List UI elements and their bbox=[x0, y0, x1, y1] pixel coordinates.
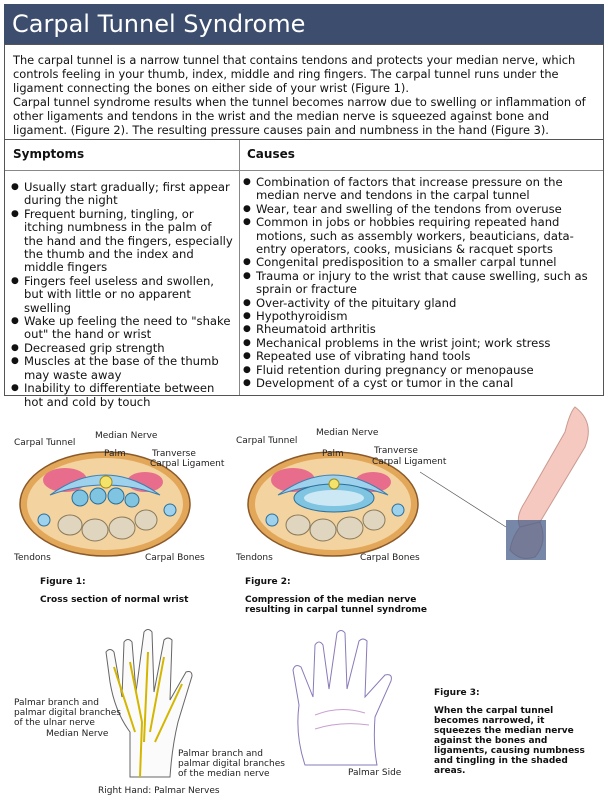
label-median-nerve: Median Nerve bbox=[316, 428, 379, 438]
list-item: Wear, tear and swelling of the tendons f… bbox=[243, 202, 603, 217]
list-item: Hypothyroidism bbox=[243, 309, 603, 324]
label-carpal-ligament: Carpal Ligament bbox=[150, 459, 225, 469]
figure-2-title: Figure 2: bbox=[245, 577, 291, 587]
list-item: Inability to differentiate between hot a… bbox=[11, 381, 233, 409]
list-item: Usually start gradually; first appear du… bbox=[11, 180, 233, 208]
list-item: Muscles at the base of the thumb may was… bbox=[11, 355, 233, 382]
list-item: Repeated use of vibrating hand tools bbox=[243, 349, 603, 364]
figure-1-title: Figure 1: bbox=[40, 577, 86, 587]
figure-3-caption-2: becomes narrowed, it bbox=[434, 716, 545, 726]
figure-3-caption-3: squeezes the median nerve bbox=[434, 726, 574, 736]
list-item: Common in jobs or hobbies requiring repe… bbox=[243, 215, 603, 256]
figure-3-caption-7: areas. bbox=[434, 766, 466, 776]
title-bar: Carpal Tunnel Syndrome bbox=[4, 4, 604, 44]
label-carpal-tunnel: Carpal Tunnel bbox=[14, 438, 76, 448]
column-divider bbox=[239, 140, 240, 395]
symptoms-causes-table: Symptoms Causes Usually start gradually;… bbox=[4, 140, 604, 408]
list-item: Decreased grip strength bbox=[11, 341, 233, 356]
label-median-branch-1: Palmar branch and bbox=[178, 749, 263, 759]
list-item: Rheumatoid arthritis bbox=[243, 323, 603, 338]
label-tendons: Tendons bbox=[14, 553, 51, 563]
label-carpal-bones: Carpal Bones bbox=[360, 553, 420, 563]
list-item: Fingers feel useless and swollen, but wi… bbox=[11, 274, 233, 315]
figure-3-title: Figure 3: bbox=[434, 688, 480, 698]
arm-illustration bbox=[420, 406, 589, 560]
list-item: Mechanical problems in the wrist joint; … bbox=[243, 336, 603, 351]
intro-paragraph-1: The carpal tunnel is a narrow tunnel tha… bbox=[13, 53, 576, 95]
palmar-side-hand bbox=[292, 630, 392, 766]
figure-1-caption: Cross section of normal wrist bbox=[40, 595, 189, 605]
symptoms-list: Usually start gradually; first appear du… bbox=[11, 180, 233, 409]
header-divider bbox=[5, 170, 603, 171]
label-median-branch-2: palmar digital branches bbox=[178, 759, 285, 769]
label-carpal-ligament: Carpal Ligament bbox=[372, 457, 447, 467]
label-transverse: Tranverse bbox=[374, 446, 418, 456]
label-median-nerve-hand: Median Nerve bbox=[46, 729, 109, 739]
list-item: Combination of factors that increase pre… bbox=[243, 175, 603, 203]
label-ulnar-branch-3: of the ulnar nerve bbox=[14, 718, 95, 728]
list-item: Frequent burning, tingling, or itching n… bbox=[11, 207, 233, 275]
label-right-hand: Right Hand: Palmar Nerves bbox=[98, 786, 220, 796]
wrist-cross-section-compressed bbox=[247, 451, 419, 557]
label-palm: Palm bbox=[322, 449, 344, 459]
label-carpal-bones: Carpal Bones bbox=[145, 553, 205, 563]
list-item: Congenital predisposition to a smaller c… bbox=[243, 256, 603, 271]
list-item: Fluid retention during pregnancy or meno… bbox=[243, 363, 603, 378]
page-title: Carpal Tunnel Syndrome bbox=[12, 10, 306, 38]
figure-2-caption-line-2: resulting in carpal tunnel syndrome bbox=[245, 605, 427, 615]
label-palmar-side: Palmar Side bbox=[348, 768, 402, 778]
figure-2-caption-line-1: Compression of the median nerve bbox=[245, 595, 417, 605]
label-median-nerve: Median Nerve bbox=[95, 431, 158, 441]
figure-3-caption-4: against the bones and bbox=[434, 736, 548, 746]
causes-header: Causes bbox=[247, 147, 295, 161]
label-palm: Palm bbox=[104, 449, 126, 459]
label-ulnar-branch-1: Palmar branch and bbox=[14, 698, 99, 708]
causes-list: Combination of factors that increase pre… bbox=[243, 175, 603, 391]
label-transverse: Tranverse bbox=[152, 449, 196, 459]
list-item: Development of a cyst or tumor in the ca… bbox=[243, 376, 603, 391]
list-item: Over-activity of the pituitary gland bbox=[243, 296, 603, 311]
figure-3-caption-1: When the carpal tunnel bbox=[434, 706, 554, 716]
figure-3-caption-6: and tingling in the shaded bbox=[434, 756, 568, 766]
intro-paragraph-2: Carpal tunnel syndrome results when the … bbox=[13, 95, 586, 137]
right-hand-nerves bbox=[105, 629, 193, 778]
wrist-cross-section-normal bbox=[19, 451, 191, 557]
label-ulnar-branch-2: palmar digital branches bbox=[14, 708, 121, 718]
list-item: Wake up feeling the need to "shake out" … bbox=[11, 314, 233, 342]
label-tendons: Tendons bbox=[236, 553, 273, 563]
label-carpal-tunnel: Carpal Tunnel bbox=[236, 436, 298, 446]
symptoms-header: Symptoms bbox=[13, 147, 85, 161]
intro-box: The carpal tunnel is a narrow tunnel tha… bbox=[4, 44, 604, 140]
figure-3-caption-5: ligaments, causing numbness bbox=[434, 746, 585, 756]
list-item: Trauma or injury to the wrist that cause… bbox=[243, 269, 603, 297]
label-median-branch-3: of the median nerve bbox=[178, 769, 270, 779]
